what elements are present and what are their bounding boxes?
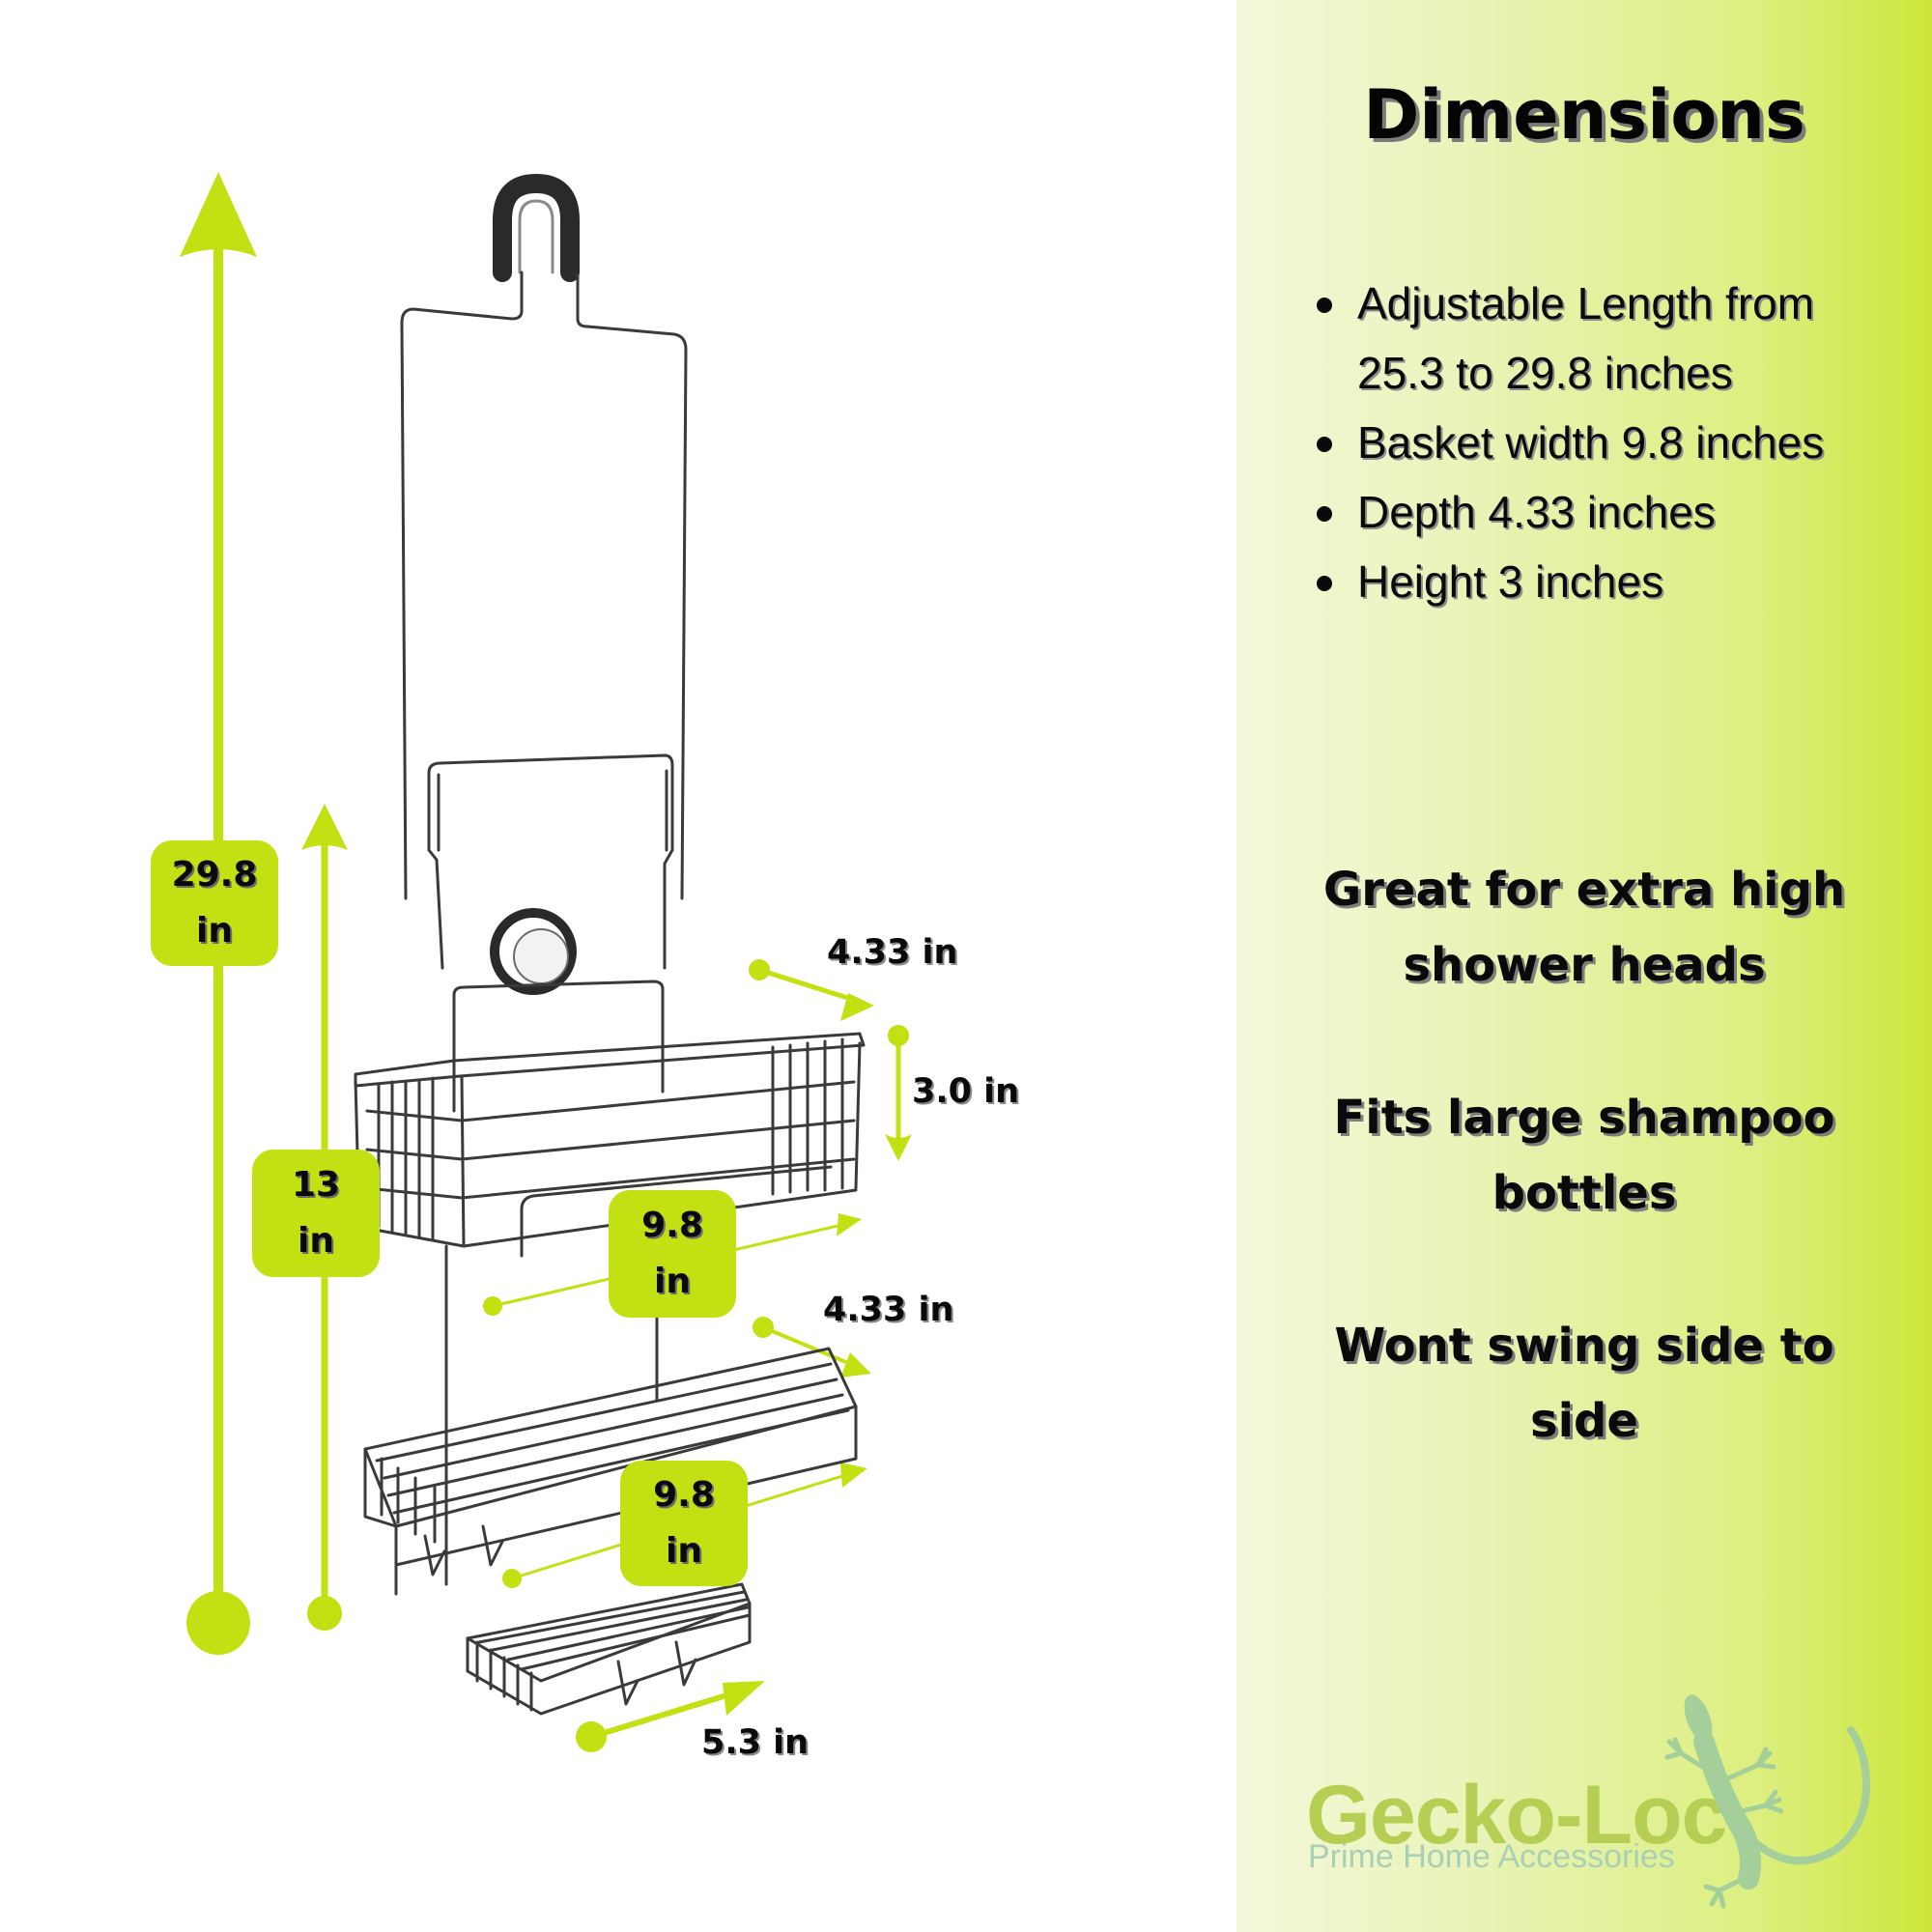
spec-item: Adjustable Length from 25.3 to 29.8 inch… (1309, 269, 1889, 408)
gecko-logo-icon (1664, 1694, 1870, 1909)
top-height-label: 3.0 in (912, 1072, 1020, 1111)
top-depth-label: 4.33 in (827, 933, 958, 972)
feature-high-shower-heads: Great for extra high shower heads (1322, 863, 1846, 992)
feature-large-bottles: Fits large shampoo bottles (1333, 1091, 1835, 1220)
total-height-badge: 29.8 in (151, 840, 278, 966)
top-width-unit: in (654, 1262, 691, 1301)
spec-text: Basket width 9.8 inches (1357, 417, 1825, 468)
feature-no-swing: Wont swing side to side (1334, 1319, 1834, 1448)
bullet-icon (1317, 506, 1332, 522)
mid-width-badge: 9.8 in (620, 1461, 748, 1586)
spec-item: Depth 4.33 inches (1309, 477, 1889, 547)
bullet-icon (1317, 298, 1332, 313)
info-panel (1236, 0, 1932, 1932)
spec-text: Depth 4.33 inches (1357, 487, 1716, 537)
spec-text: Adjustable Length from 25.3 to 29.8 inch… (1357, 278, 1815, 398)
spec-item: Height 3 inches (1309, 547, 1889, 616)
total-height-value: 29.8 (171, 855, 258, 895)
bullet-icon (1317, 437, 1332, 452)
bullet-icon (1317, 576, 1332, 591)
bottom-depth-label: 5.3 in (701, 1723, 810, 1762)
spec-list: Adjustable Length from 25.3 to 29.8 inch… (1309, 269, 1889, 616)
mid-width-value: 9.8 (653, 1475, 715, 1515)
mid-width-unit: in (666, 1531, 702, 1571)
lower-height-badge: 13 in (252, 1150, 380, 1277)
top-width-badge: 9.8 in (609, 1190, 736, 1318)
spec-text: Height 3 inches (1357, 556, 1664, 607)
top-width-value: 9.8 (641, 1206, 703, 1245)
mid-depth-label: 4.33 in (823, 1291, 954, 1329)
brand-tagline: Prime Home Accessories (1308, 1838, 1675, 1875)
lower-height-unit: in (298, 1221, 334, 1261)
total-height-unit: in (196, 911, 233, 951)
brand-name: Gecko-Loc (1306, 1769, 1727, 1861)
lower-height-value: 13 (291, 1165, 341, 1205)
spec-item: Basket width 9.8 inches (1309, 408, 1889, 477)
caddy-frame (354, 174, 866, 1716)
shower-caddy-illustration (180, 172, 912, 1752)
page-title: Dimensions (1363, 75, 1805, 155)
